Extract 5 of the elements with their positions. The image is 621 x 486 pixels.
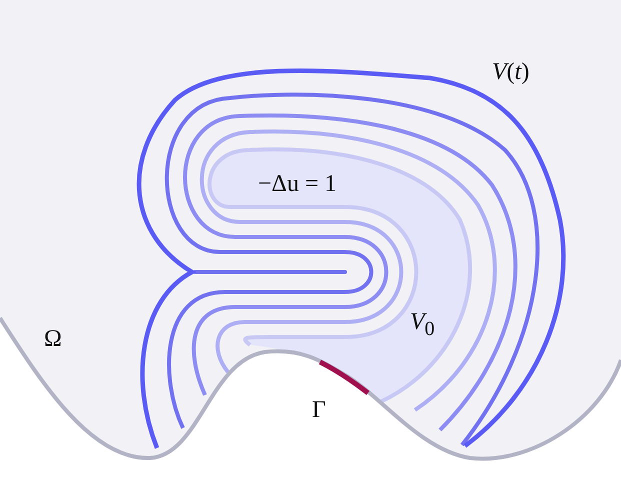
math-label: V(t) xyxy=(492,60,530,84)
math-label: Ω xyxy=(44,327,62,351)
math-label: Γ xyxy=(312,398,326,422)
math-label: −Δu = 1 xyxy=(258,172,337,196)
math-label: V$_{0}$ xyxy=(410,310,435,339)
